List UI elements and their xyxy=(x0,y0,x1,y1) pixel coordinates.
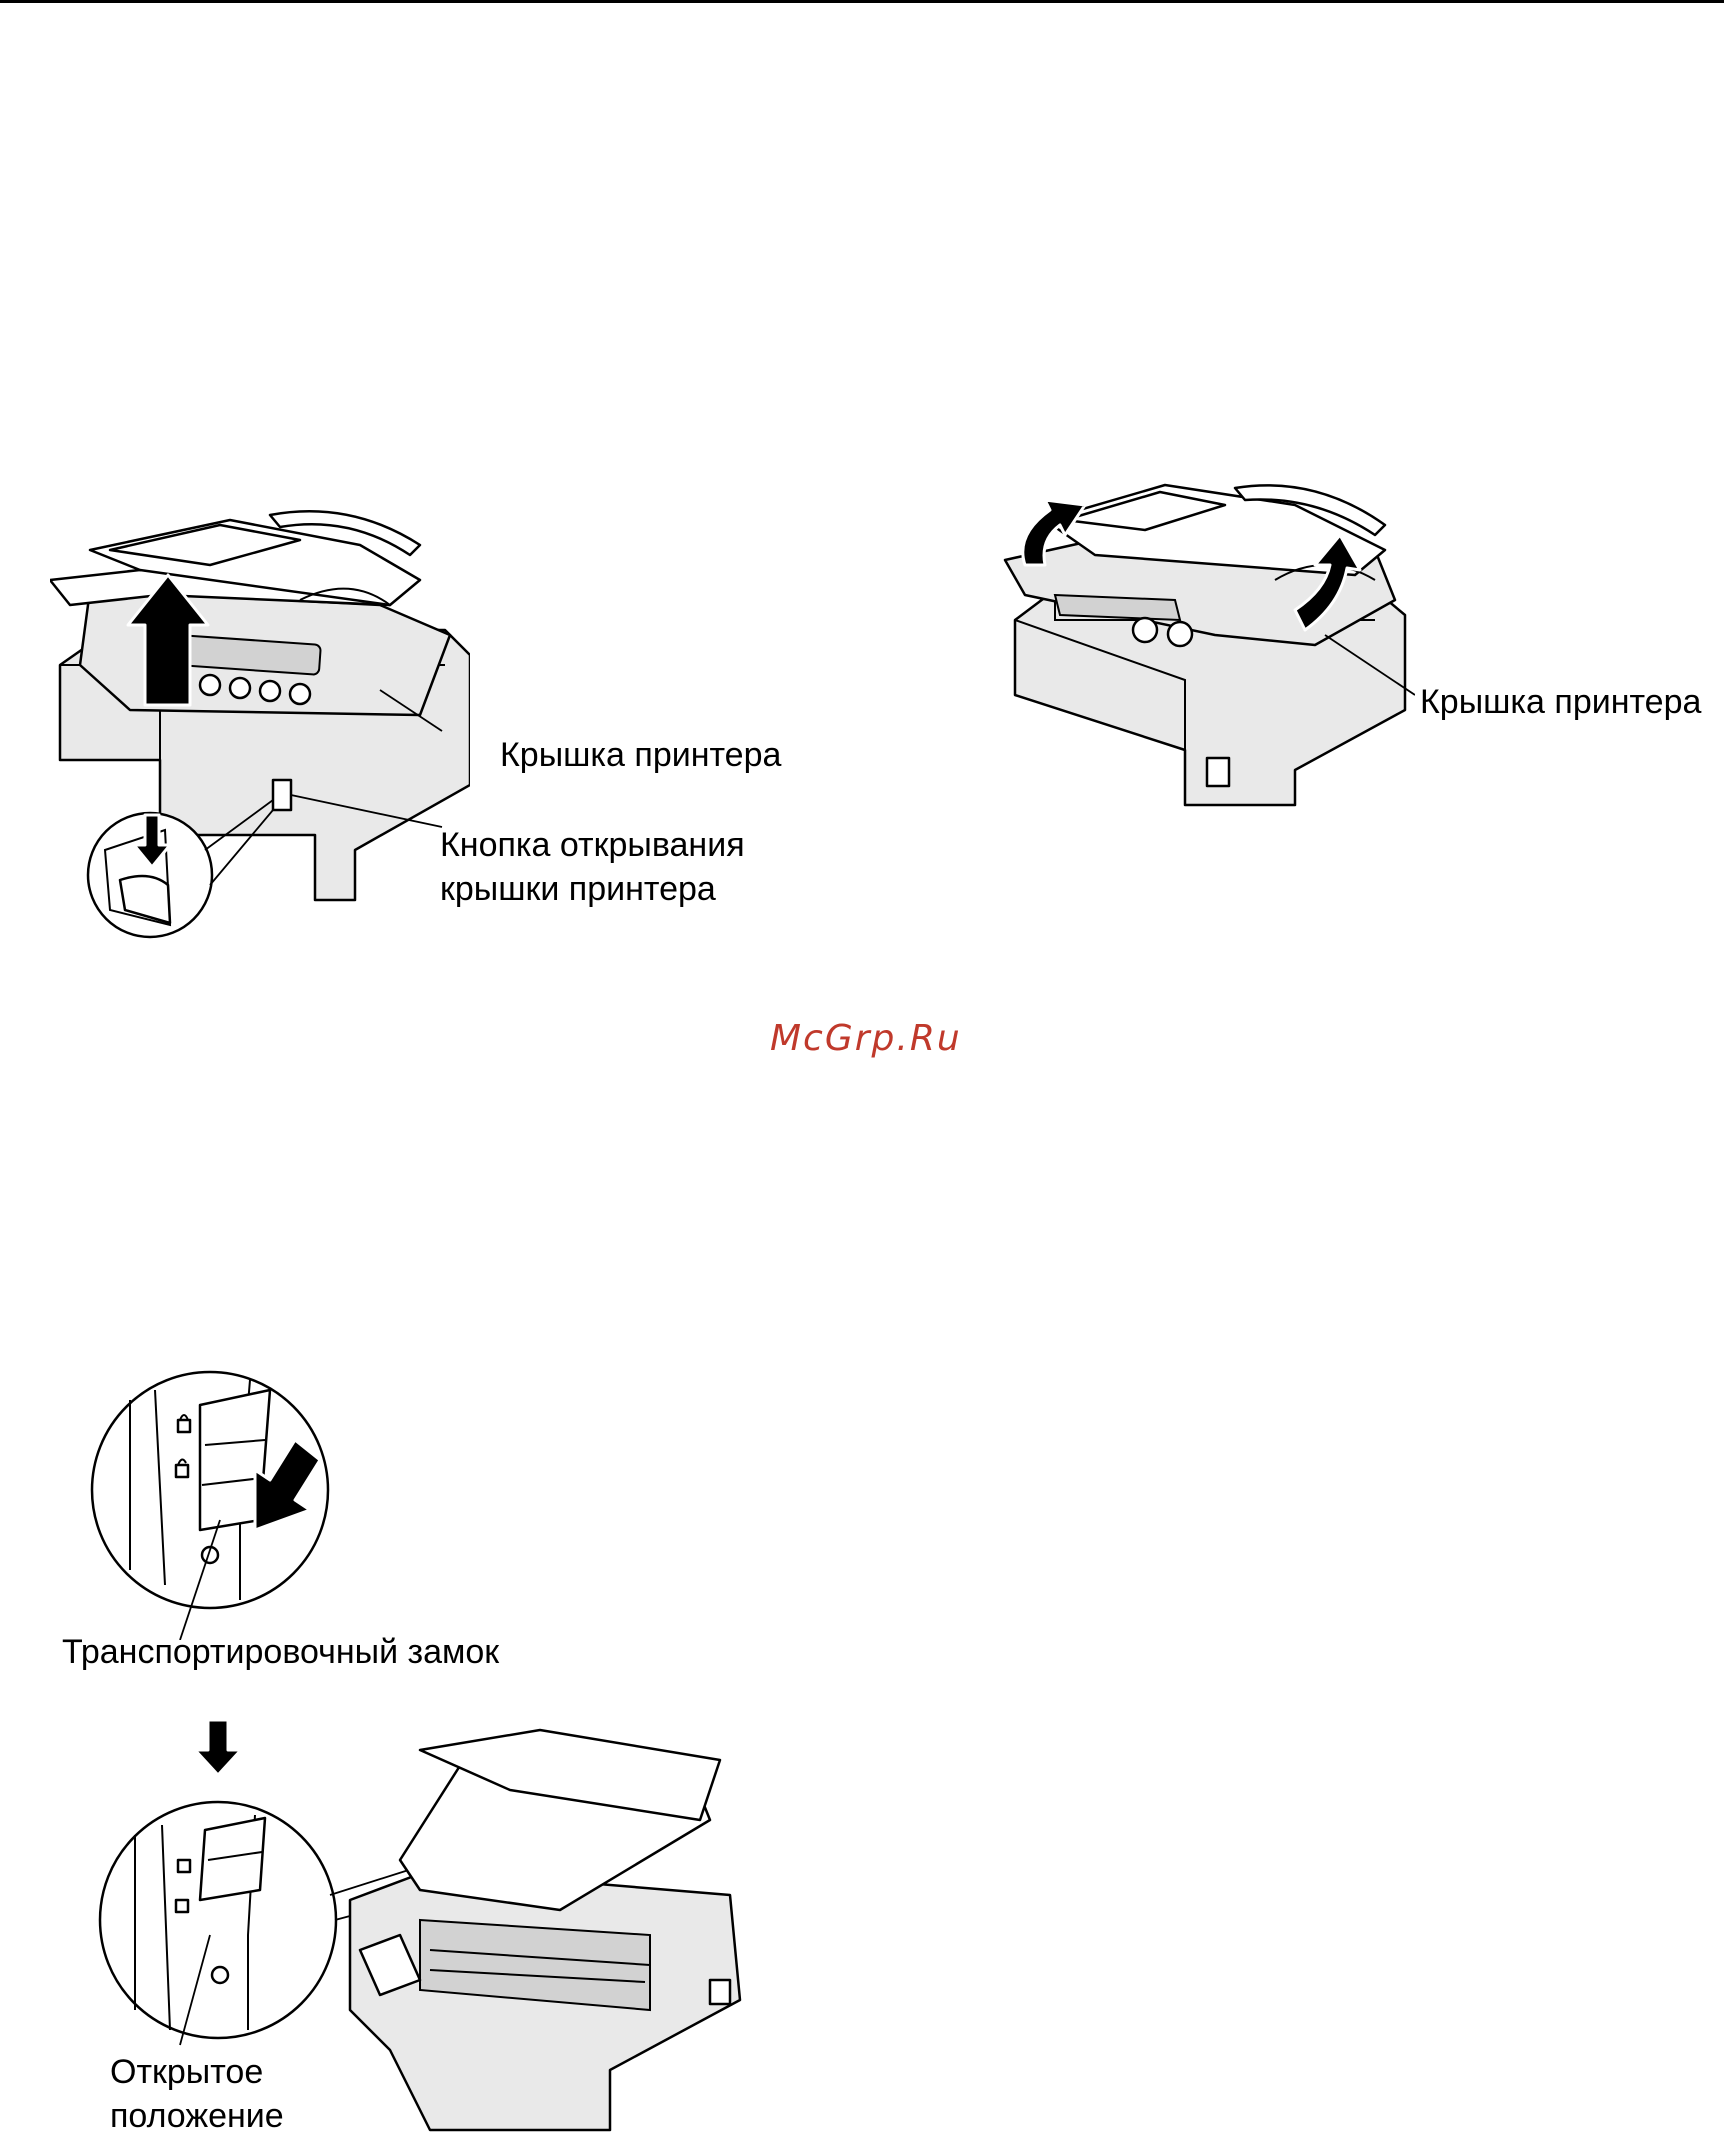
printer-cover-label-left: Крышка принтера xyxy=(500,733,781,777)
down-arrow-icon xyxy=(195,1720,241,1775)
watermark: McGrp.Ru xyxy=(770,1018,962,1059)
unlock-icon xyxy=(176,1900,188,1912)
top-rule xyxy=(0,0,1724,3)
figure-close-printer-cover xyxy=(995,480,1415,820)
shipping-lock-label: Транспортировочный замок xyxy=(62,1630,499,1674)
lock-icon xyxy=(178,1420,190,1432)
release-button-label: Кнопка открывания xyxy=(440,823,745,867)
open-position-label: Открытое xyxy=(110,2050,263,2094)
figure-shipping-lock xyxy=(90,1370,340,1640)
figure-open-printer-cover xyxy=(50,505,470,945)
printer-cover-label-right: Крышка принтера xyxy=(1420,680,1701,724)
lock-icon xyxy=(178,1860,190,1872)
release-button-label-2: крышки принтера xyxy=(440,867,716,911)
unlock-icon xyxy=(176,1465,188,1477)
release-button xyxy=(273,780,291,810)
open-position-label-2: положение xyxy=(110,2094,284,2138)
